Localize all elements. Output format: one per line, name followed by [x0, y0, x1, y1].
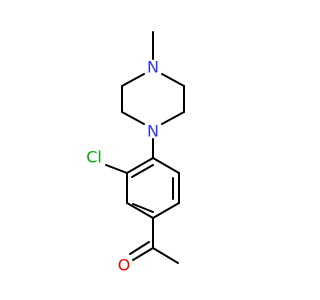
bond-ring [161, 111, 185, 125]
bond-c-o-double [129, 241, 150, 255]
bond-aromatic [152, 157, 180, 174]
atom-o: O [118, 256, 131, 275]
atom-cl: Cl [86, 148, 102, 167]
bond-aromatic [126, 202, 154, 219]
molecule-canvas: N N Cl O [86, 31, 185, 275]
bond-ring [121, 111, 145, 125]
atom-n-methyl: N [147, 58, 159, 77]
bond-c-cl [105, 164, 128, 174]
atom-n-aryl: N [147, 122, 159, 141]
structure-diagram: N N Cl O [86, 31, 185, 275]
bond-ring [161, 73, 185, 87]
bond-aromatic-inner [132, 203, 154, 213]
bond-aromatic [152, 202, 180, 219]
bond-c-o-double [132, 247, 154, 261]
bond-ring [121, 73, 145, 87]
bond-aromatic [126, 157, 154, 174]
bond-carbonyl-methyl [152, 247, 179, 264]
bond-aromatic-inner [131, 164, 154, 178]
